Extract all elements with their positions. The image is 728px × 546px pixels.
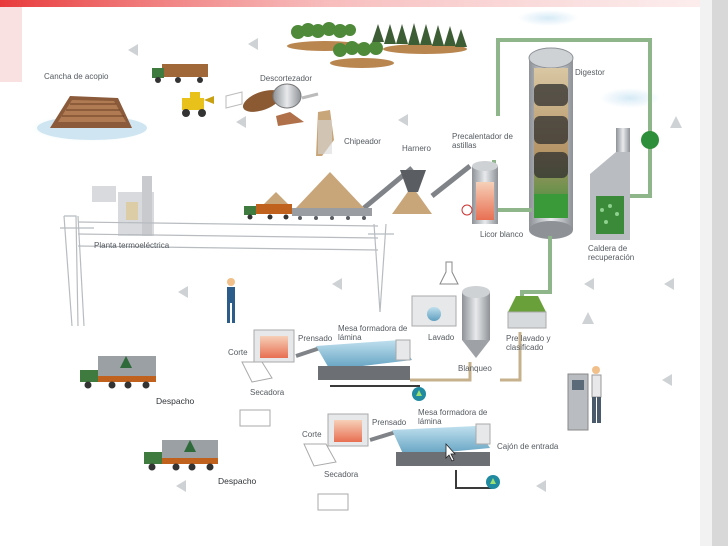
pipe bbox=[500, 332, 522, 382]
label-mesa-1: Mesa formadora de lámina bbox=[338, 324, 408, 342]
label-cajon: Cajón de entrada bbox=[497, 442, 559, 451]
lavado-tank bbox=[411, 295, 457, 327]
digestor bbox=[528, 47, 574, 239]
worker-icon bbox=[227, 278, 235, 323]
truck-icon bbox=[152, 64, 208, 83]
right-scroll-shadow bbox=[712, 0, 728, 546]
prelavado-tank bbox=[507, 296, 547, 329]
blanqueo-tower bbox=[462, 286, 490, 358]
label-prensado-2: Prensado bbox=[372, 418, 407, 427]
cloud bbox=[518, 10, 578, 26]
label-licor: Licor blanco bbox=[480, 230, 524, 239]
label-despacho-1: Despacho bbox=[156, 396, 195, 406]
forest bbox=[287, 22, 467, 68]
loader-icon bbox=[182, 92, 214, 117]
log-pile bbox=[37, 96, 147, 140]
top-band bbox=[0, 0, 728, 7]
label-cancha: Cancha de acopio bbox=[44, 72, 109, 81]
planta-termoelectrica bbox=[92, 176, 154, 236]
pipe bbox=[410, 362, 472, 382]
caldera bbox=[590, 128, 630, 240]
label-corte-1: Corte bbox=[228, 348, 248, 357]
label-harnero: Harnero bbox=[402, 144, 431, 153]
label-prelavado: Pre lavado y clasificado bbox=[506, 334, 551, 352]
label-planta: Planta termoeléctrica bbox=[94, 241, 170, 250]
left-accent bbox=[0, 7, 22, 82]
truck-icon bbox=[244, 204, 292, 220]
label-mesa-2: Mesa formadora de lámina bbox=[418, 408, 488, 426]
label-lavado: Lavado bbox=[428, 333, 455, 342]
line-1 bbox=[239, 329, 420, 427]
worker-icon bbox=[591, 366, 602, 423]
label-chipeador: Chipeador bbox=[344, 137, 381, 146]
recycle-icon bbox=[486, 475, 500, 489]
pump bbox=[641, 131, 659, 149]
label-despacho-2: Despacho bbox=[218, 476, 257, 486]
flask-icon bbox=[439, 261, 459, 285]
label-caldera: Caldera de recuperación bbox=[588, 244, 635, 262]
cursor-icon bbox=[445, 442, 456, 462]
label-secadora-2: Secadora bbox=[324, 470, 359, 479]
label-prensado-1: Prensado bbox=[298, 334, 333, 343]
chipeador bbox=[316, 110, 334, 156]
recycle-icon bbox=[412, 387, 426, 401]
control-panel bbox=[567, 373, 589, 431]
label-corte-2: Corte bbox=[302, 430, 322, 439]
precalentador bbox=[461, 161, 498, 224]
label-blanqueo: Blanqueo bbox=[458, 364, 492, 373]
cloud bbox=[600, 88, 660, 108]
line-2 bbox=[303, 413, 492, 511]
truck-icon bbox=[144, 440, 218, 471]
label-descortezador: Descortezador bbox=[260, 74, 313, 83]
descortezador-drum bbox=[225, 83, 319, 126]
label-precalentador: Precalentador de astillas bbox=[452, 132, 513, 150]
power-line bbox=[60, 215, 394, 327]
label-secadora-1: Secadora bbox=[250, 388, 285, 397]
label-digestor: Digestor bbox=[575, 68, 605, 77]
truck-icon bbox=[80, 356, 156, 389]
arrow-left-icon bbox=[128, 38, 682, 492]
conveyor bbox=[264, 164, 472, 220]
